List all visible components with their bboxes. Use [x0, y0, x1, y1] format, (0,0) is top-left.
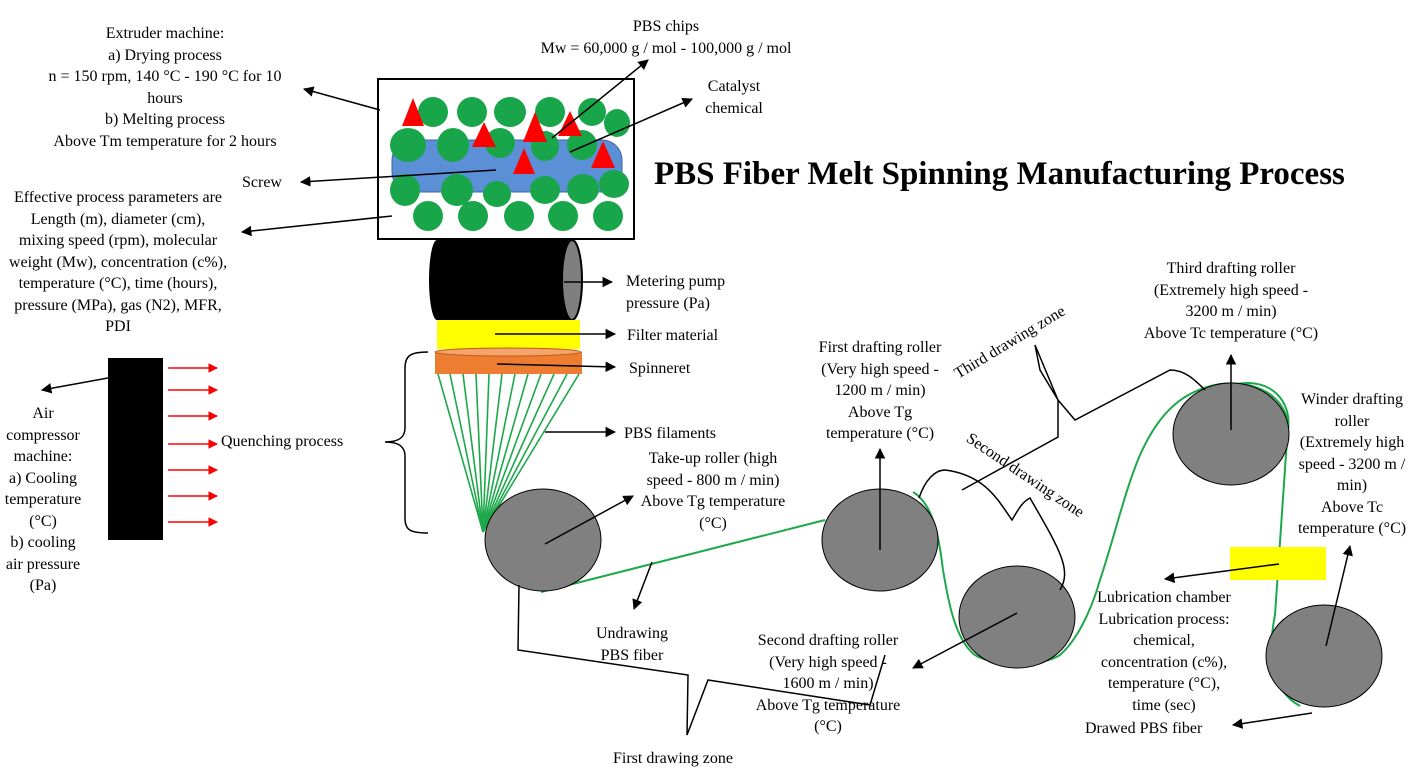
third-drafting-roller-label: Third drafting roller (Extremely high sp… [1143, 260, 1319, 342]
metering-pump-front [429, 240, 445, 320]
winder-drafting-roller-label: Winder drafting roller (Extremely high s… [1297, 391, 1407, 537]
catalyst-triangles [402, 98, 615, 174]
process-parameters-label: Effective process parameters are Length … [8, 189, 228, 335]
first-drafting-roller-label: First drafting roller (Very high speed -… [818, 339, 942, 442]
fiber-path [540, 382, 1301, 707]
spinneret-label: Spinneret [629, 360, 691, 377]
air-compressor-label: Air compressor machine: a) Cooling tempe… [4, 405, 82, 594]
drawing-zone-braces [517, 344, 1206, 736]
air-compressor [108, 358, 163, 540]
diagram-title: PBS Fiber Melt Spinning Manufacturing Pr… [654, 156, 1345, 192]
take-up-roller-label: Take-up roller (high speed - 800 m / min… [640, 450, 786, 532]
metering-pump-end [561, 239, 583, 321]
lubrication-label: Lubrication chamber Lubrication process:… [1097, 589, 1231, 714]
extruder-label: Extruder machine: a) Drying process n = … [48, 25, 282, 150]
quenching-brace [384, 351, 429, 534]
winder-drafting-roller [1265, 604, 1383, 708]
quenching-label: Quenching process [221, 433, 344, 450]
spinneret-top [434, 347, 582, 357]
pbs-filaments [437, 373, 580, 533]
second-drafting-roller-label: Second drafting roller (Very high speed … [755, 632, 901, 735]
second-drafting-roller [958, 565, 1076, 669]
metering-pump-label: Metering pump pressure (Pa) [626, 273, 726, 312]
first-drawing-zone-label: First drawing zone [613, 750, 733, 767]
take-up-roller [484, 488, 602, 592]
metering-pump [437, 240, 572, 320]
rollers [484, 382, 1383, 708]
spinneret [435, 352, 582, 374]
undrawing-fiber-label: Undrawing PBS fiber [596, 625, 668, 664]
pbs-chips-label: PBS chips Mw = 60,000 g / mol - 100,000 … [540, 18, 792, 57]
filter-material-label: Filter material [627, 327, 719, 344]
air-flow-arrows [168, 363, 218, 527]
pbs-filaments-label: PBS filaments [624, 425, 717, 442]
screw-label: Screw [242, 174, 282, 191]
pointer-arrows [40, 59, 1353, 729]
catalyst-label: Catalyst chemical [705, 78, 763, 117]
drawed-fiber-label: Drawed PBS fiber [1085, 720, 1203, 737]
